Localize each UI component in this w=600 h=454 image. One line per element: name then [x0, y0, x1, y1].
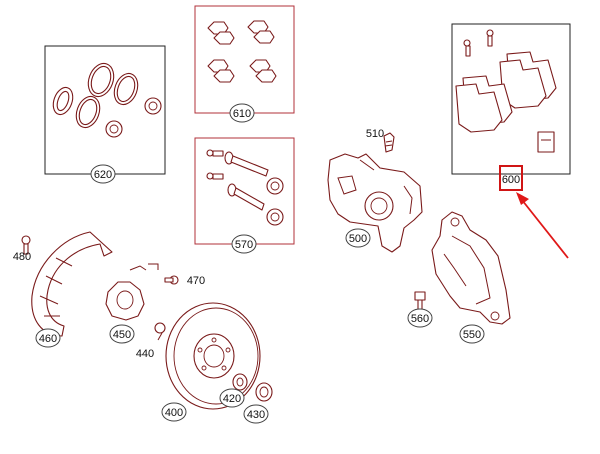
highlight-arrow — [516, 192, 569, 259]
clip-parts — [207, 20, 277, 83]
callout-610: 610 — [233, 108, 251, 120]
callout-470: 470 — [187, 275, 205, 287]
brake-caliper-500: 500 — [327, 153, 423, 253]
callout-500: 500 — [349, 233, 367, 245]
bolt-470: 470 — [164, 275, 205, 287]
seal-ring-parts — [52, 62, 162, 138]
callout-440: 440 — [136, 348, 154, 360]
callout-560: 560 — [411, 313, 429, 325]
clip-kit-box-610: 610 — [194, 5, 295, 123]
callout-550: 550 — [463, 329, 481, 341]
bolt-480: 480 — [13, 235, 31, 263]
bolt-440: 440 — [136, 322, 166, 360]
callout-420: 420 — [223, 393, 241, 405]
callout-450: 450 — [113, 329, 131, 341]
callout-600: 600 — [502, 174, 520, 186]
callout-400: 400 — [165, 407, 183, 419]
brake-rotor-400: 400 — [161, 302, 261, 422]
guide-pin-parts — [206, 149, 284, 226]
bleeder-screw-510: 510 — [366, 128, 395, 153]
callout-480: 480 — [13, 251, 31, 263]
wheel-hub-450: 450 — [105, 263, 159, 344]
guide-pin-kit-box-570: 570 — [194, 137, 295, 254]
callout-460: 460 — [39, 333, 57, 345]
dust-shield-460: 460 — [31, 231, 113, 348]
brake-pad-kit-box-600: 600 — [451, 23, 571, 191]
washer-430: 430 — [243, 382, 273, 424]
callout-430: 430 — [247, 409, 265, 421]
caliper-carrier-550: 550 — [431, 211, 511, 344]
highlight-box-600 — [499, 165, 523, 191]
brake-pad-parts — [455, 29, 557, 153]
bolt-560: 560 — [407, 291, 433, 328]
callout-510: 510 — [366, 128, 384, 140]
callout-620: 620 — [94, 169, 112, 181]
seal-kit-box-620: 620 — [44, 45, 166, 184]
callout-570: 570 — [235, 239, 253, 251]
nut-420: 420 — [219, 373, 248, 408]
